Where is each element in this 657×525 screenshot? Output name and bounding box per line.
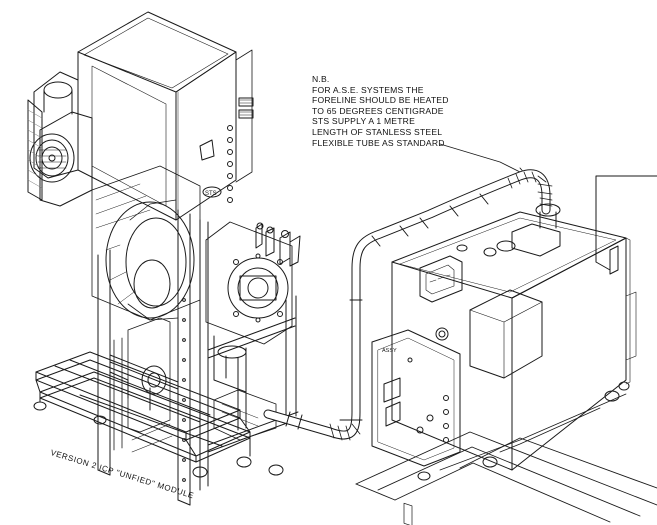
note-line: FORELINE SHOULD BE HEATED — [312, 95, 449, 106]
flange-bolts — [233, 253, 283, 323]
cooling-fan-unit — [27, 71, 93, 207]
floor-markings — [355, 431, 657, 523]
foreline-note: N.B. FOR A.S.E. SYSTEMS THE FORELINE SHO… — [312, 74, 512, 148]
note-line: STS SUPPLY A 1 METRE — [312, 116, 416, 127]
torch-box-assembly — [91, 165, 201, 321]
foreline-hose — [263, 143, 553, 441]
upright-bolt-holes — [182, 298, 186, 482]
note-line: LENGTH OF STANLESS STEEL — [312, 126, 443, 137]
control-panel-buttons — [227, 97, 254, 203]
note-line: N.B. — [312, 74, 330, 84]
vacuum-pump-cart — [371, 175, 657, 525]
pump-caster-wheels — [417, 381, 630, 481]
interface-flange-assembly — [113, 221, 301, 453]
note-line: FLEXIBLE TUBE AS STANDARD — [312, 137, 445, 148]
control-cabinet — [77, 11, 254, 221]
control-box-badge — [202, 186, 222, 198]
control-box-badge-label: STS — [205, 191, 217, 197]
note-line: TO 65 DEGREES CENTIGRADE — [312, 105, 444, 116]
note-line: FOR A.S.E. SYSTEMS THE — [312, 84, 424, 95]
gas-fittings — [255, 222, 301, 267]
pump-panel-label: ASSY — [382, 348, 397, 354]
